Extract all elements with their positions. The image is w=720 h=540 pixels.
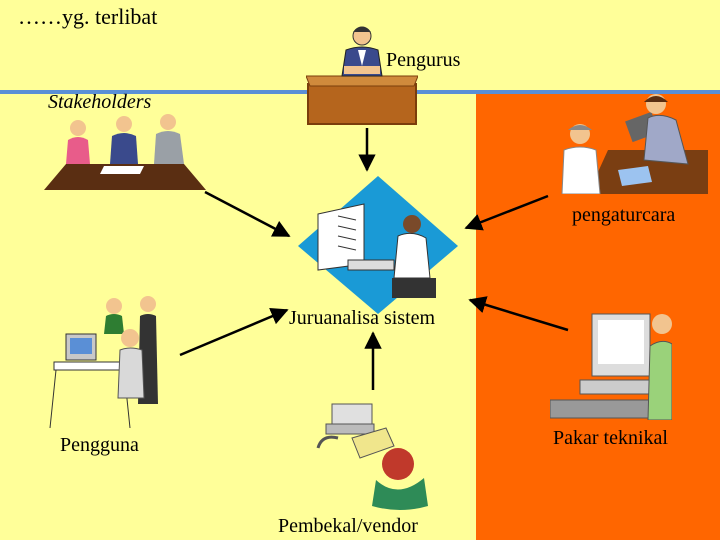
arrow-pakar: [468, 296, 569, 332]
vendor-clipart: [312, 398, 432, 512]
label-juruanalisa: Juruanalisa sistem: [289, 307, 436, 329]
users-clipart: [46, 294, 172, 428]
page-title: ……yg. terlibat: [18, 4, 158, 29]
users-workstation-icon: [49, 296, 158, 428]
label-pengaturcara: pengaturcara: [572, 204, 676, 226]
manager-desk-icon: [306, 26, 418, 125]
label-pengurus: Pengurus: [386, 49, 461, 71]
label-pakar: Pakar teknikal: [553, 427, 668, 449]
vendor-desk-icon: [316, 403, 428, 510]
label-stakeholders: Stakeholders: [48, 91, 152, 113]
label-pembekal: Pembekal/vendor: [278, 515, 418, 537]
meeting-table-icon: [44, 114, 206, 190]
manager-clipart: [306, 22, 418, 126]
analyst-computer-icon: [298, 176, 458, 314]
stakeholders-clipart: [44, 108, 206, 190]
label-pengguna: Pengguna: [60, 434, 139, 456]
arrow-stakeholders: [204, 190, 291, 238]
expert-computer-icon: [550, 313, 672, 420]
arrow-pengguna: [179, 308, 289, 357]
programmers-clipart: [548, 90, 708, 194]
programmer-laptop-icon: [561, 94, 708, 194]
technical-expert-clipart: [550, 308, 672, 420]
analyst-clipart: [294, 174, 460, 314]
arrow-pengaturcara: [464, 194, 549, 231]
